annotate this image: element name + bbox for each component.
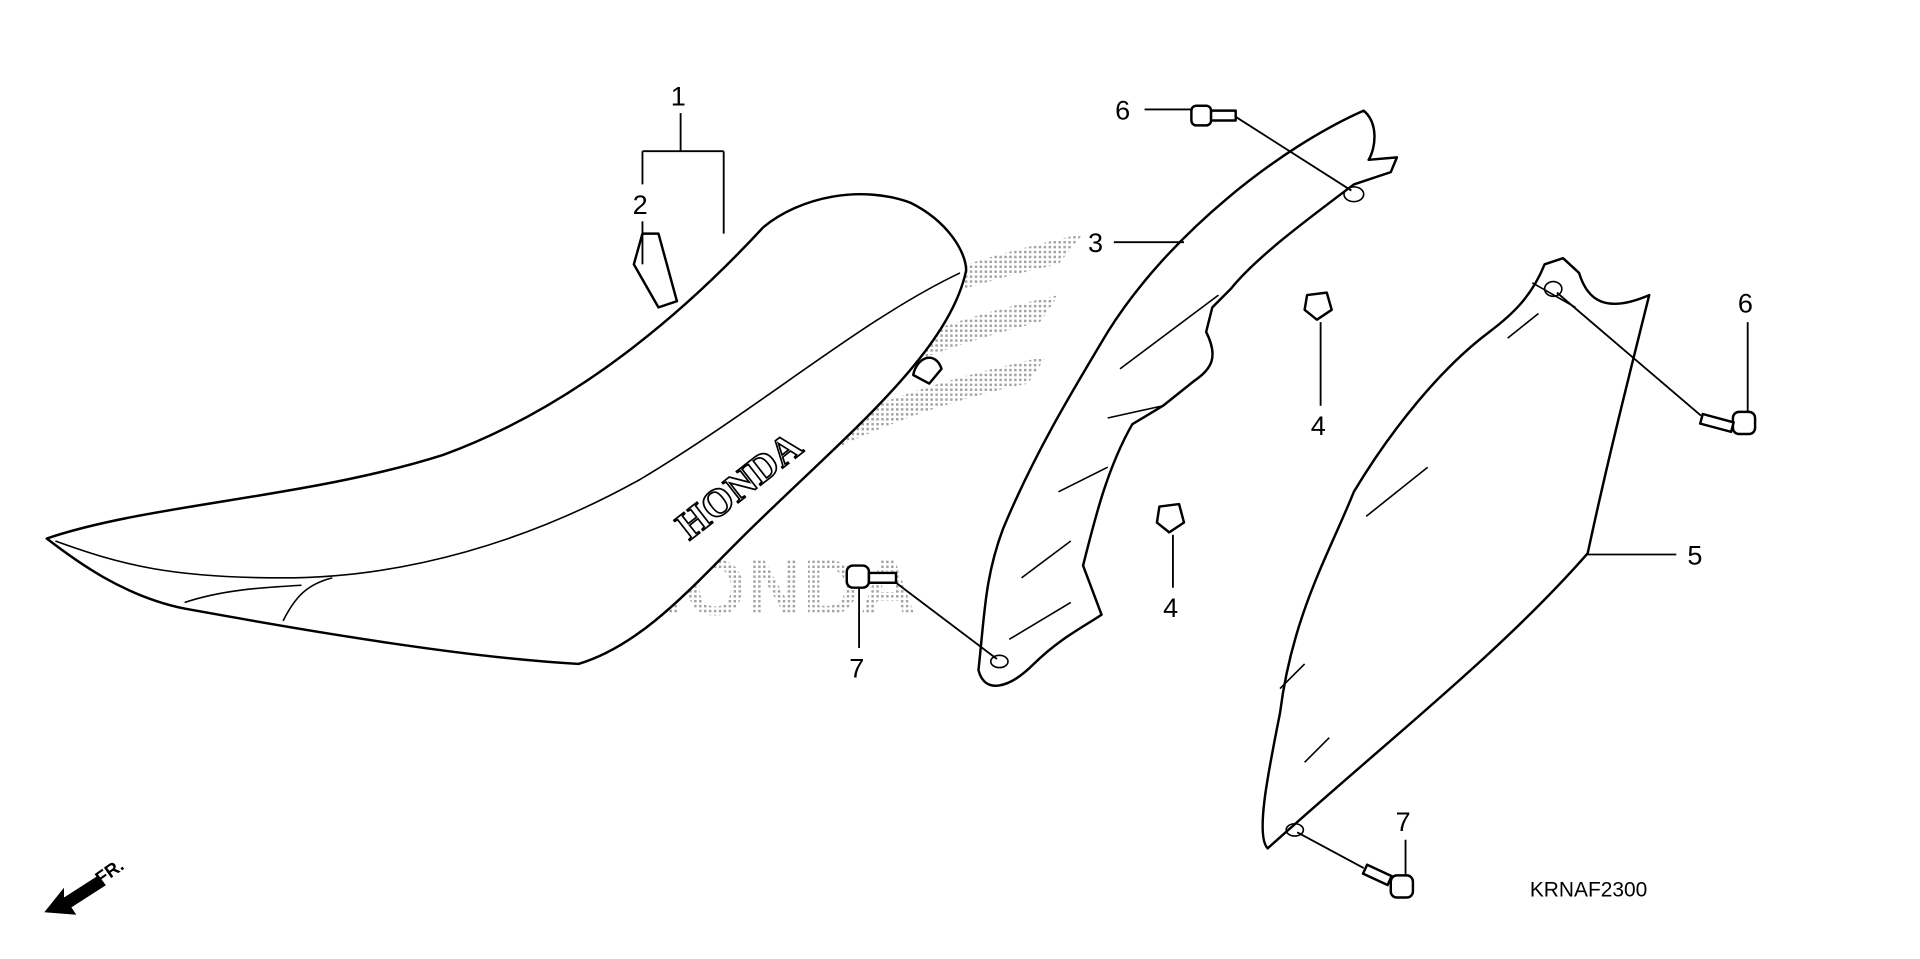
diagram-code: KRNAF2300	[1530, 878, 1647, 901]
callout-2: 2	[633, 190, 648, 220]
callout-6-upper: 6	[1115, 95, 1130, 125]
callout-7-right: 7	[1396, 807, 1411, 837]
callout-5: 5	[1687, 540, 1702, 570]
bolt-6-right	[1556, 291, 1757, 436]
bolt-6-upper	[1190, 104, 1352, 192]
front-direction-arrow: FR.	[44, 854, 128, 915]
clip-nut-lower	[1155, 502, 1186, 534]
leader-lines	[641, 108, 1749, 876]
bolt-7-left	[845, 564, 998, 660]
callout-6-right: 6	[1738, 288, 1753, 318]
clip-nut-upper	[1303, 291, 1333, 321]
seat: HONDA	[45, 192, 968, 666]
callout-3: 3	[1088, 228, 1103, 258]
bolt-7-right	[1296, 831, 1415, 899]
callout-7-left: 7	[849, 653, 864, 683]
callout-4-lower: 4	[1163, 593, 1178, 623]
side-cover-bracket	[977, 109, 1399, 687]
callout-4-upper: 4	[1311, 411, 1326, 441]
side-cover	[1261, 256, 1651, 850]
callout-1: 1	[671, 82, 686, 112]
seat-strap	[632, 232, 679, 309]
